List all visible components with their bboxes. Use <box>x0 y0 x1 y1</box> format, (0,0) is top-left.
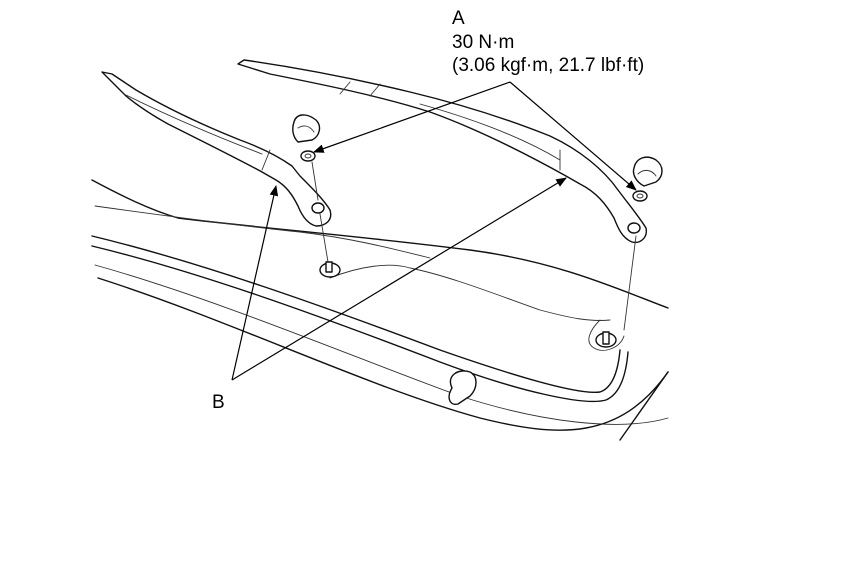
right-wiper-arm <box>237 59 647 244</box>
left-cap <box>292 114 321 143</box>
right-cap <box>632 156 663 187</box>
pivot-shafts <box>311 161 637 348</box>
cowl-panel <box>91 179 669 441</box>
right-nut <box>632 190 648 202</box>
linkage-clip <box>448 370 477 405</box>
left-nut <box>300 150 316 162</box>
callout-a-torque-alt: (3.06 kgf·m, 21.7 lbf·ft) <box>452 55 645 76</box>
left-wiper-arm <box>101 71 332 227</box>
callout-a-letter: A <box>452 8 465 29</box>
callout-b-letter: B <box>212 392 225 413</box>
callout-b-leaders <box>231 177 567 381</box>
callout-a-leaders <box>312 81 637 191</box>
callout-a-torque: 30 N·m <box>452 32 515 53</box>
